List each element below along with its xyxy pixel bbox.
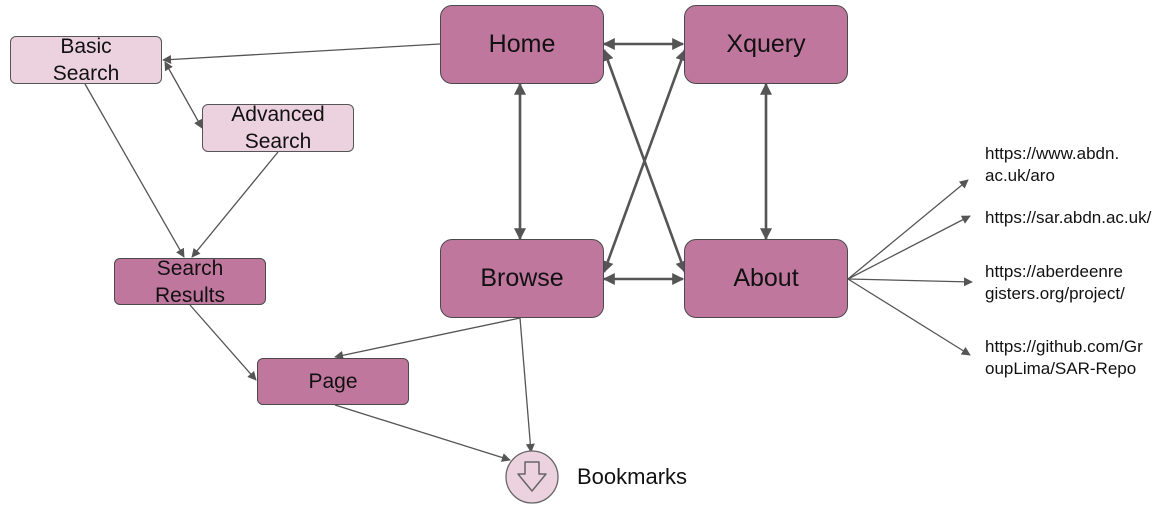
edge-results-to-page: [189, 304, 257, 381]
advanced-search-node[interactable]: Advanced Search: [202, 103, 354, 153]
edge-about-to-link-4: [847, 278, 971, 356]
edge-about-to-link-1: [847, 179, 969, 280]
xquery-node[interactable]: Xquery: [684, 5, 848, 84]
down-arrow-circle-icon[interactable]: [505, 450, 559, 504]
about-label: About: [733, 264, 799, 292]
basic-search-label-line2: Search: [52, 62, 120, 85]
search-results-label-line2: Results: [154, 283, 226, 307]
browse-node[interactable]: Browse: [440, 239, 604, 318]
xquery-label: Xquery: [726, 30, 806, 58]
about-node[interactable]: About: [684, 239, 848, 318]
basic-search-label-line1: Basic: [60, 35, 112, 58]
advanced-search-label-line2: Search: [244, 130, 312, 153]
advanced-search-label-line1: Advanced: [231, 103, 325, 126]
edge-browse-to-bookmarks: [519, 317, 535, 453]
bookmarks-label: Bookmarks: [577, 464, 688, 489]
search-results-label-line1: Search: [156, 256, 224, 280]
basic-search-node[interactable]: Basic Search: [10, 35, 162, 85]
edge-basic-search-to-results: [84, 83, 185, 258]
browse-label: Browse: [480, 264, 564, 292]
search-results-node[interactable]: Search Results: [114, 256, 266, 307]
edge-xquery-browse: [602, 48, 687, 274]
home-node[interactable]: Home: [440, 5, 604, 84]
link-text-line1: https://www.abdn.: [985, 144, 1120, 163]
external-link-sar[interactable]: https://sar.abdn.ac.uk/: [985, 207, 1151, 229]
edge-basic-advanced-search: [164, 61, 203, 129]
page-label: Page: [308, 370, 358, 393]
edge-page-to-bookmarks: [334, 404, 511, 462]
edge-advanced-search-to-results: [191, 151, 279, 258]
edge-browse-to-page: [334, 317, 521, 360]
link-text-line2: gisters.org/project/: [985, 284, 1125, 303]
link-text-line1: https://github.com/Gr: [985, 337, 1143, 356]
link-text-line2: ac.uk/aro: [985, 166, 1055, 185]
edge-home-to-basic-search: [162, 43, 441, 65]
external-link-aberdeen-registers[interactable]: https://aberdeenre gisters.org/project/: [985, 261, 1125, 305]
external-link-aro[interactable]: https://www.abdn. ac.uk/aro: [985, 143, 1119, 187]
edge-about-to-link-3: [847, 277, 973, 287]
link-text-line1: https://sar.abdn.ac.uk/: [985, 208, 1152, 227]
home-label: Home: [488, 30, 556, 58]
link-text-line2: oupLima/SAR-Repo: [985, 359, 1137, 378]
edge-about-to-link-2: [847, 215, 971, 280]
external-link-github[interactable]: https://github.com/Gr oupLima/SAR-Repo: [985, 336, 1143, 380]
link-text-line1: https://aberdeenre: [985, 262, 1123, 281]
page-node[interactable]: Page: [257, 358, 409, 405]
